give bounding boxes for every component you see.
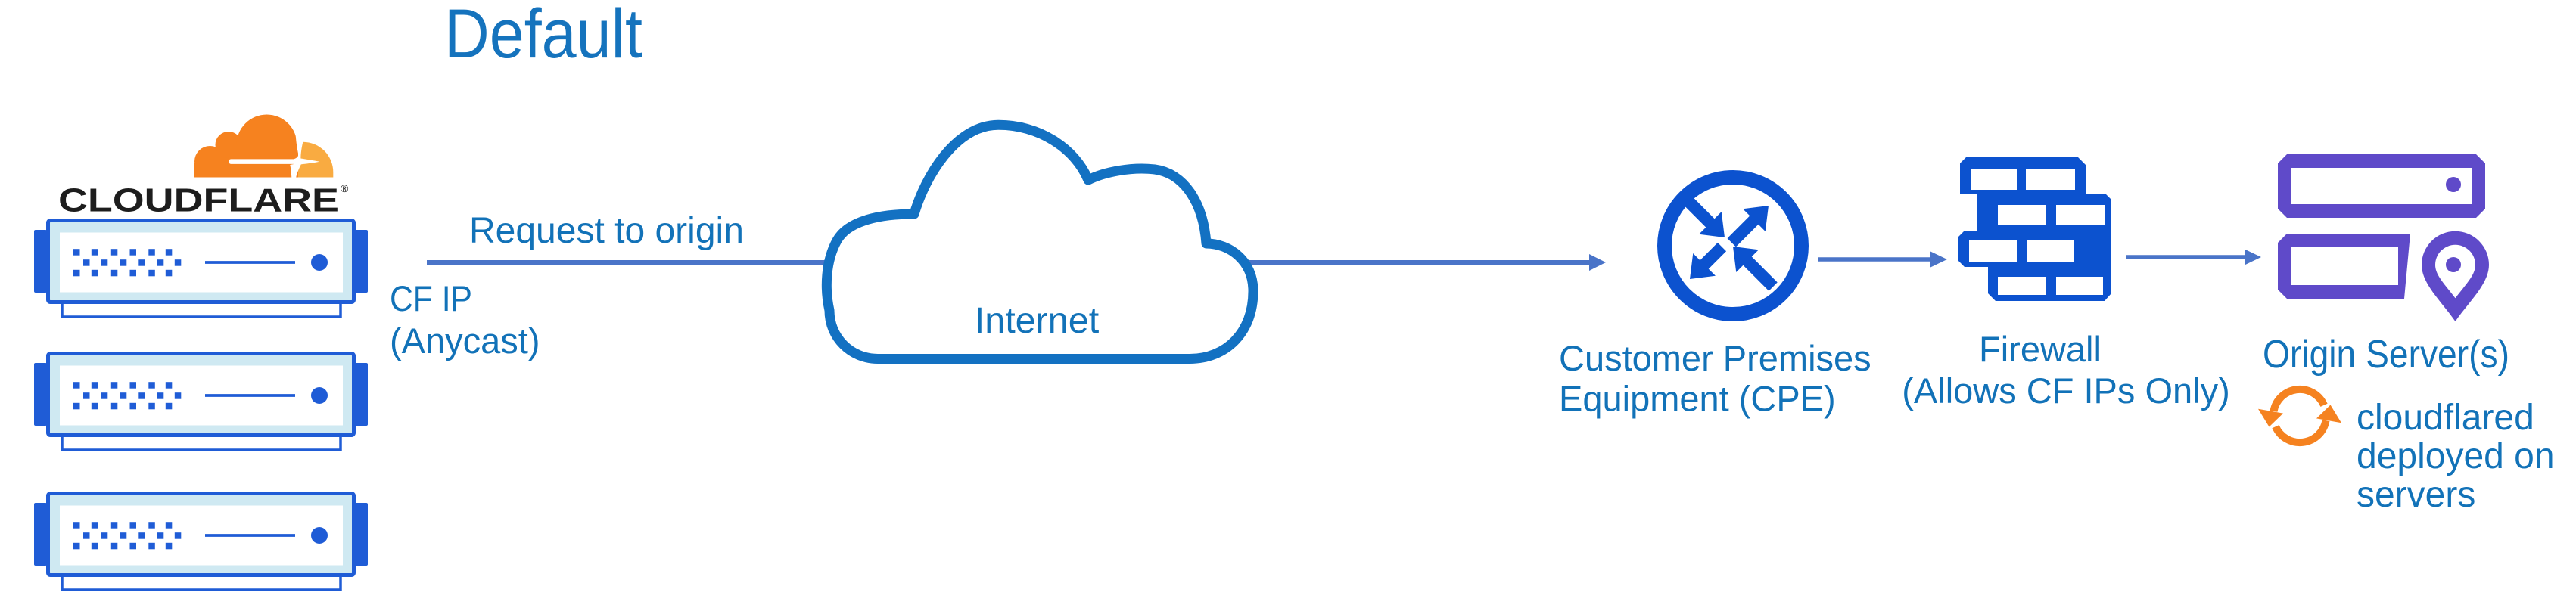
svg-text:Firewall: Firewall — [1979, 329, 2102, 369]
svg-text:Request to origin: Request to origin — [469, 211, 744, 251]
svg-text:®: ® — [341, 182, 349, 194]
svg-text:cloudflared: cloudflared — [2357, 398, 2534, 438]
svg-text:(Allows CF IPs Only): (Allows CF IPs Only) — [1902, 371, 2230, 411]
svg-text:servers: servers — [2357, 475, 2475, 515]
svg-text:deployed on: deployed on — [2357, 436, 2555, 476]
svg-text:Customer Premises: Customer Premises — [1559, 338, 1871, 378]
svg-text:Internet: Internet — [975, 300, 1100, 341]
svg-text:(Anycast): (Anycast) — [390, 321, 540, 361]
svg-text:Equipment (CPE): Equipment (CPE) — [1559, 379, 1836, 419]
svg-text:CLOUDFLARE: CLOUDFLARE — [58, 182, 339, 219]
svg-text:CF IP: CF IP — [390, 278, 472, 318]
svg-text:Default: Default — [444, 0, 642, 73]
svg-text:Origin Server(s): Origin Server(s) — [2263, 333, 2509, 377]
